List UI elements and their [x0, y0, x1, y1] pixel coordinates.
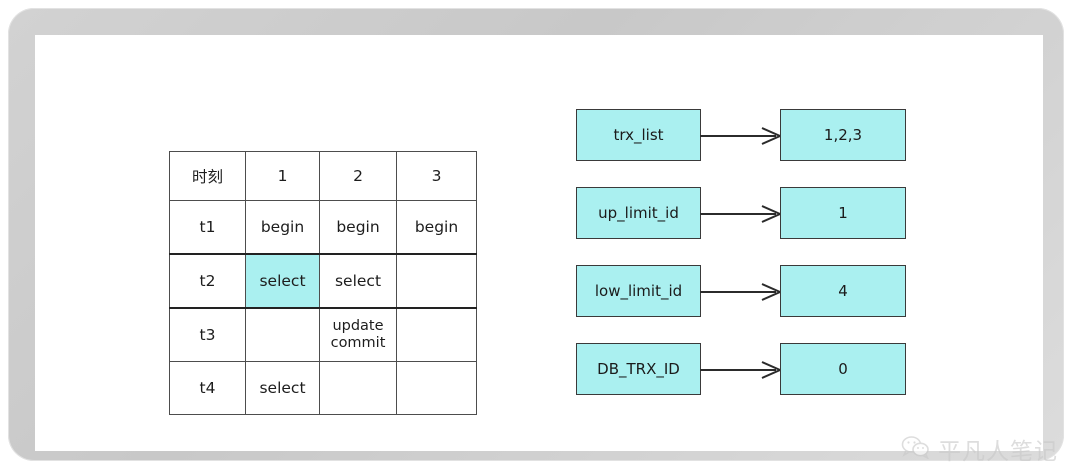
wechat-icon — [901, 435, 931, 463]
key-box-low-limit-id: low_limit_id — [576, 265, 701, 317]
arrow-db-trx-id-icon — [700, 361, 784, 379]
readview-row-low-limit-id: low_limit_id 4 — [576, 265, 906, 319]
cell-t1-trx1: begin — [245, 200, 320, 255]
table-row: t4 select — [169, 361, 477, 415]
watermark-text: 平凡人笔记 — [938, 439, 1058, 465]
cell-t1-trx2: begin — [319, 200, 397, 255]
header-cell-trx-3: 3 — [396, 151, 477, 201]
cell-t3-trx2: update commit — [319, 307, 397, 362]
arrow-up-limit-id-icon — [700, 205, 784, 223]
cell-t3-trx2-line2: commit — [330, 335, 386, 351]
key-box-up-limit-id: up_limit_id — [576, 187, 701, 239]
readview-row-db-trx-id: DB_TRX_ID 0 — [576, 343, 906, 397]
readview-row-up-limit-id: up_limit_id 1 — [576, 187, 906, 241]
cell-t4-trx2 — [319, 361, 397, 415]
cell-t2-trx2: select — [319, 253, 397, 309]
value-box-db-trx-id: 0 — [780, 343, 906, 395]
key-box-trx-list: trx_list — [576, 109, 701, 161]
diagram-panel: 时刻 1 2 3 t1 begin begin begin t2 select — [35, 35, 1057, 465]
value-box-low-limit-id: 4 — [780, 265, 906, 317]
header-cell-time: 时刻 — [169, 151, 246, 201]
arrow-low-limit-id-icon — [700, 283, 784, 301]
readview-row-trx-list: trx_list 1,2,3 — [576, 109, 906, 163]
cell-t4-trx3 — [396, 361, 477, 415]
outer-frame: 时刻 1 2 3 t1 begin begin begin t2 select — [8, 8, 1064, 465]
value-box-up-limit-id: 1 — [780, 187, 906, 239]
row-label-t4: t4 — [169, 361, 246, 415]
row-label-t1: t1 — [169, 200, 246, 255]
cell-t1-trx3: begin — [396, 200, 477, 255]
schedule-table: 时刻 1 2 3 t1 begin begin begin t2 select — [169, 151, 477, 415]
cell-t3-trx2-line1: update — [332, 318, 384, 335]
cell-t2-trx3 — [396, 253, 477, 309]
table-row: t2 select select — [169, 253, 477, 309]
header-cell-trx-1: 1 — [245, 151, 320, 201]
value-box-trx-list: 1,2,3 — [780, 109, 906, 161]
table-row: t1 begin begin begin — [169, 200, 477, 255]
cell-t3-trx1 — [245, 307, 320, 362]
row-label-t3: t3 — [169, 307, 246, 362]
table-header-row: 时刻 1 2 3 — [169, 151, 477, 201]
row-label-t2: t2 — [169, 253, 246, 309]
key-box-db-trx-id: DB_TRX_ID — [576, 343, 701, 395]
table-row: t3 update commit — [169, 307, 477, 362]
cell-t2-trx1-highlighted: select — [245, 253, 320, 309]
cell-t4-trx1: select — [245, 361, 320, 415]
cell-t3-trx3 — [396, 307, 477, 362]
watermark: 平凡人笔记 — [901, 431, 1061, 467]
header-cell-trx-2: 2 — [319, 151, 397, 201]
arrow-trx-list-icon — [700, 127, 784, 145]
